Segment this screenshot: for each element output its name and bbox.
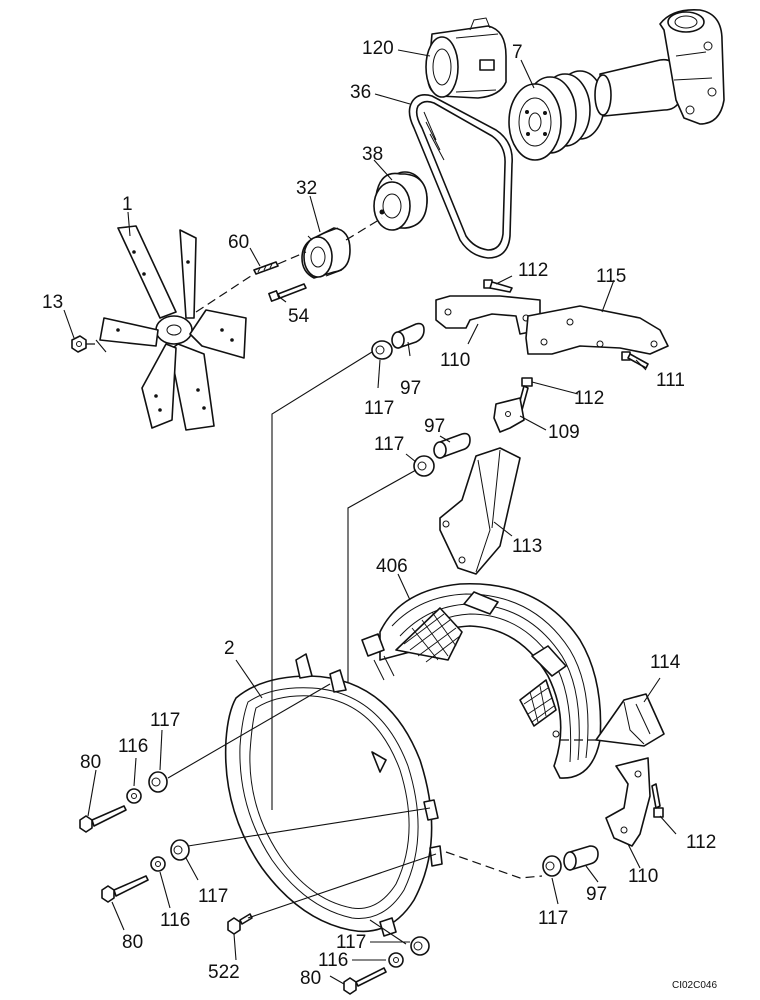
label-112-upper: 112 xyxy=(518,260,548,281)
figure-reference: CI02C046 xyxy=(672,980,717,991)
sleeve-97-lower xyxy=(563,845,599,871)
label-120: 120 xyxy=(362,38,394,59)
label-117-middle: 117 xyxy=(374,434,404,455)
label-117-bottom: 117 xyxy=(336,932,366,953)
label-111: 111 xyxy=(656,370,685,391)
alternator xyxy=(425,17,507,99)
washer-116-left-upper xyxy=(126,788,142,804)
bushing-117-left-upper xyxy=(148,771,168,793)
bolt-80-bottom xyxy=(343,967,387,995)
bushing-117-middle xyxy=(413,455,435,477)
bolt-112-upper xyxy=(483,279,513,293)
idler-pulley xyxy=(373,171,428,231)
label-117-upper: 117 xyxy=(364,398,394,419)
label-110-upper: 110 xyxy=(440,350,470,371)
label-110-lower: 110 xyxy=(628,866,658,887)
label-80-left-lower: 80 xyxy=(122,932,143,953)
bracket-115 xyxy=(525,305,669,355)
label-115: 115 xyxy=(596,266,626,287)
bolt-522 xyxy=(227,913,253,935)
label-7: 7 xyxy=(512,42,523,63)
bushing-117-lower-right xyxy=(542,855,562,877)
bolt-111 xyxy=(621,351,649,369)
label-116-left-lower: 116 xyxy=(160,910,190,931)
bolt-80-left-lower xyxy=(101,875,149,903)
sleeve-97-upper xyxy=(391,322,425,349)
water-pump-pulley xyxy=(508,70,605,161)
label-116-bottom: 116 xyxy=(318,950,348,971)
label-1: 1 xyxy=(122,194,133,215)
fan-shroud-ring xyxy=(224,653,443,937)
bolt-112-lower xyxy=(651,783,664,818)
label-116-left-upper: 116 xyxy=(118,736,148,757)
fan-guard-406 xyxy=(361,582,602,779)
bolt-60 xyxy=(253,261,279,275)
label-109: 109 xyxy=(548,422,580,443)
label-117-lower-right: 117 xyxy=(538,908,568,929)
label-117-left-upper: 117 xyxy=(150,710,180,731)
label-38: 38 xyxy=(362,144,383,165)
label-522: 522 xyxy=(208,962,240,983)
support-113 xyxy=(439,447,521,575)
washer-116-left-lower xyxy=(150,856,166,872)
water-pump xyxy=(594,8,725,125)
label-80-left-upper: 80 xyxy=(80,752,101,773)
bracket-109 xyxy=(493,397,525,433)
label-406: 406 xyxy=(376,556,408,577)
label-112-middle: 112 xyxy=(574,388,604,409)
plate-114 xyxy=(595,693,665,747)
label-36: 36 xyxy=(350,82,371,103)
bracket-110-upper xyxy=(435,295,541,335)
label-32: 32 xyxy=(296,178,317,199)
label-60: 60 xyxy=(228,232,249,253)
label-97-lower: 97 xyxy=(586,884,607,905)
washer-116-bottom xyxy=(388,952,404,968)
nut-13 xyxy=(71,335,87,353)
label-112-lower: 112 xyxy=(686,832,716,853)
label-117-left-lower: 117 xyxy=(198,886,228,907)
sleeve-97-middle xyxy=(433,432,471,459)
label-114: 114 xyxy=(650,652,681,673)
label-113: 113 xyxy=(512,536,542,557)
v-belt xyxy=(408,94,513,259)
bushing-117-left-lower xyxy=(170,839,190,861)
bushing-117-upper xyxy=(371,340,393,360)
label-80-bottom: 80 xyxy=(300,968,321,989)
bushing-117-bottom xyxy=(410,936,430,956)
bolt-80-left-upper xyxy=(79,805,127,833)
label-97-middle: 97 xyxy=(424,416,445,437)
label-13: 13 xyxy=(42,292,63,313)
label-97-upper: 97 xyxy=(400,378,421,399)
cooling-fan xyxy=(99,225,247,431)
fan-hub-spacer xyxy=(301,227,351,279)
bolt-54 xyxy=(268,283,307,302)
label-2: 2 xyxy=(224,638,235,659)
label-54: 54 xyxy=(288,306,310,327)
bracket-110-lower xyxy=(605,757,651,847)
